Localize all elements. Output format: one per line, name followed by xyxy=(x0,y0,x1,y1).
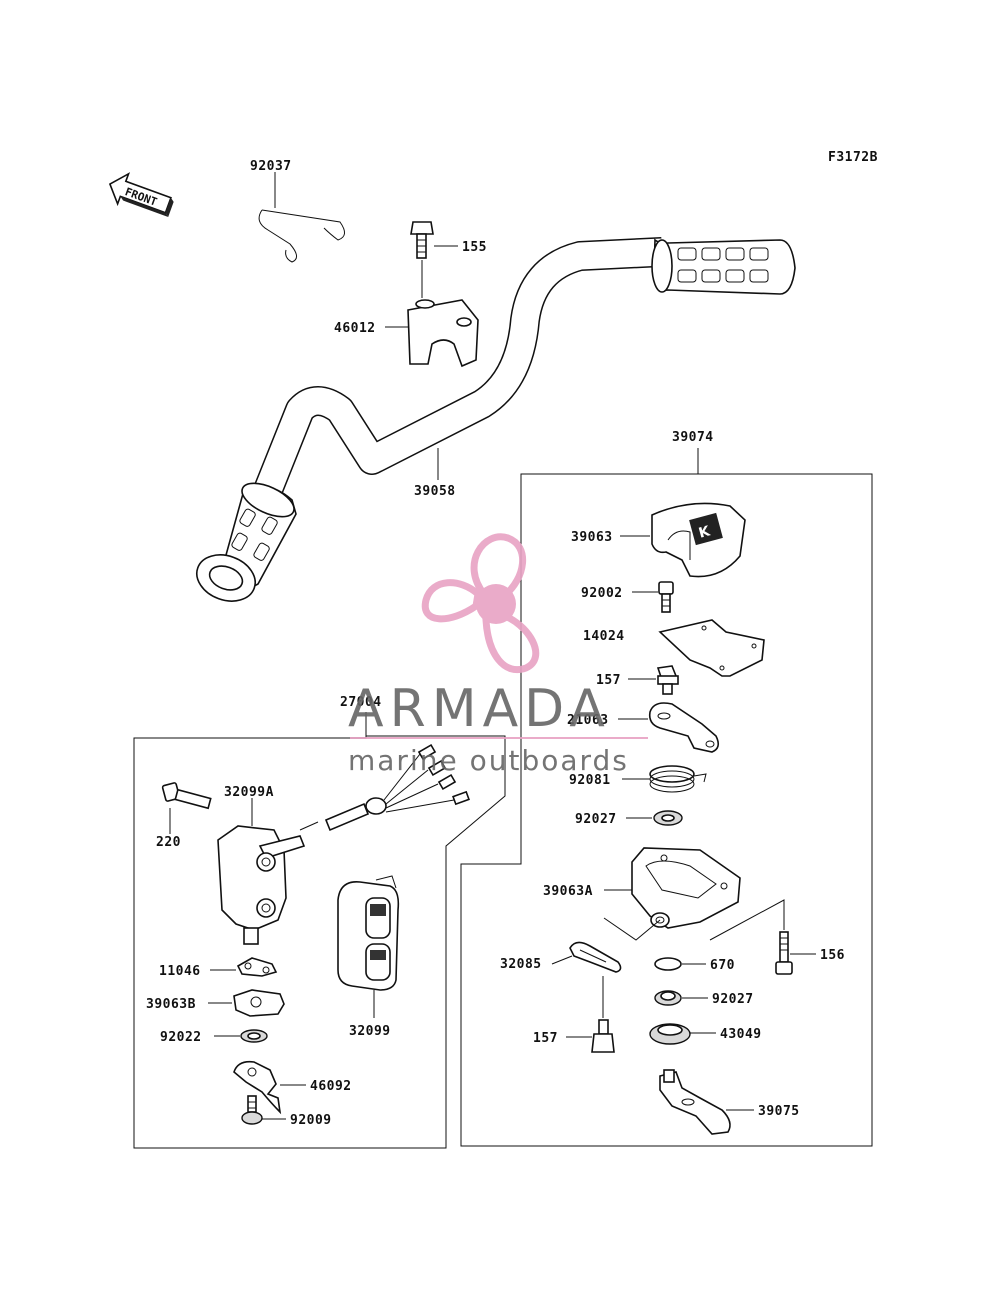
clip-part xyxy=(258,209,345,263)
label-39075: 39075 xyxy=(758,1104,800,1119)
washer-92027-upper xyxy=(653,810,683,826)
handlebar xyxy=(196,237,796,602)
watermark-logo: ARMADA marine outboards xyxy=(348,533,648,777)
label-21063: 21063 xyxy=(567,713,609,728)
label-157a: 157 xyxy=(596,673,621,688)
label-11046: 11046 xyxy=(159,964,201,979)
label-670: 670 xyxy=(710,958,735,973)
throttle-housing xyxy=(631,847,741,929)
right-grip xyxy=(651,238,796,295)
label-39058: 39058 xyxy=(414,484,456,499)
washer-92027-lower xyxy=(654,990,682,1006)
label-92002: 92002 xyxy=(581,586,623,601)
label-92009: 92009 xyxy=(290,1113,332,1128)
bracket-11046 xyxy=(236,957,278,977)
propeller-icon xyxy=(421,533,540,674)
label-39063: 39063 xyxy=(571,530,613,545)
label-43049: 43049 xyxy=(720,1027,762,1042)
housing-39063B xyxy=(233,989,285,1017)
wiring-harness xyxy=(299,743,470,832)
left-grip xyxy=(196,482,297,602)
label-39063A: 39063A xyxy=(543,884,593,899)
label-92081: 92081 xyxy=(569,773,611,788)
bolt-155 xyxy=(410,221,434,259)
label-155: 155 xyxy=(462,240,487,255)
throttle-lever xyxy=(659,1069,731,1135)
label-14024: 14024 xyxy=(583,629,625,644)
washer-92022 xyxy=(240,1029,268,1043)
label-32085: 32085 xyxy=(500,957,542,972)
front-arrow-icon: FRONT xyxy=(108,172,174,217)
label-39074: 39074 xyxy=(672,430,714,445)
spring-92081 xyxy=(649,765,707,793)
cam-32085 xyxy=(569,941,622,973)
bolt-156 xyxy=(775,931,793,975)
switch-32099 xyxy=(337,875,400,991)
lever-46092 xyxy=(233,1060,282,1115)
handlebar-clamp xyxy=(407,299,479,368)
seal-43049 xyxy=(649,1023,691,1045)
gasket-14024 xyxy=(658,619,765,677)
label-46012: 46012 xyxy=(334,321,376,336)
o-ring-670 xyxy=(654,957,682,971)
bolt-220 xyxy=(161,782,212,810)
label-92027b: 92027 xyxy=(712,992,754,1007)
label-156: 156 xyxy=(820,948,845,963)
label-32099A: 32099A xyxy=(224,785,274,800)
label-46092: 46092 xyxy=(310,1079,352,1094)
bolt-157-upper xyxy=(656,665,679,695)
label-27004: 27004 xyxy=(340,695,382,710)
watermark-brand: ARMADA xyxy=(348,679,611,739)
label-39063B: 39063B xyxy=(146,997,196,1012)
label-92037: 92037 xyxy=(250,159,292,174)
bolt-157-lower xyxy=(591,1019,615,1053)
figure-code: F3172B xyxy=(828,150,878,165)
throttle-cover: K xyxy=(651,502,746,578)
lever-21063 xyxy=(648,702,720,753)
label-32099: 32099 xyxy=(349,1024,391,1039)
watermark-tagline: marine outboards xyxy=(348,744,629,777)
screw-92002 xyxy=(658,581,674,613)
switch-housing-32099A xyxy=(217,825,306,945)
screw-92009 xyxy=(241,1095,263,1125)
label-220: 220 xyxy=(156,835,181,850)
label-92027a: 92027 xyxy=(575,812,617,827)
label-92022: 92022 xyxy=(160,1030,202,1045)
label-157b: 157 xyxy=(533,1031,558,1046)
